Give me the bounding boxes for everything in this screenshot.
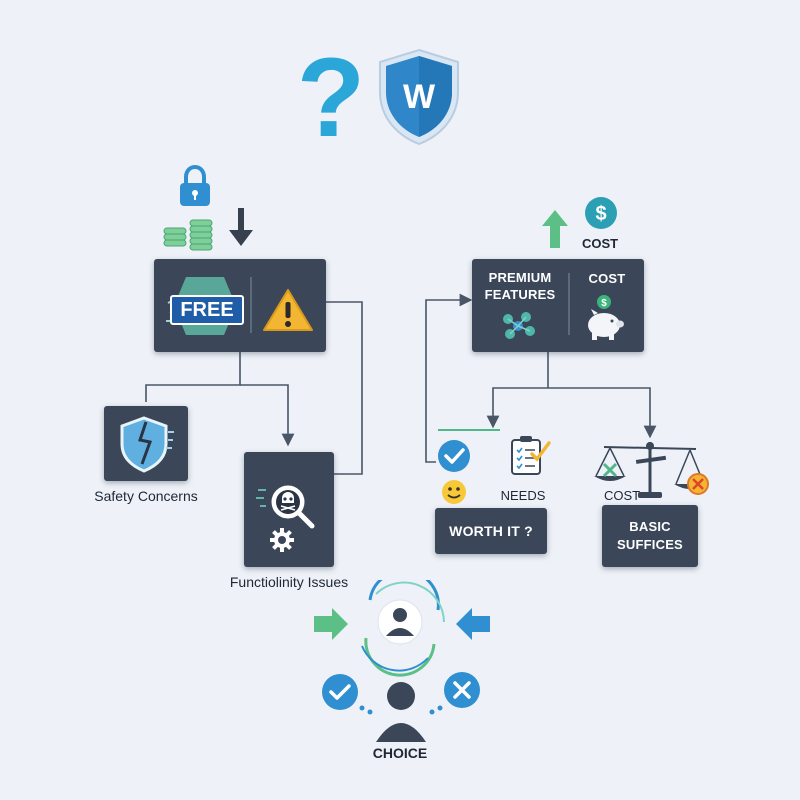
choice-label: CHOICE bbox=[372, 745, 428, 761]
premium-box-divider bbox=[568, 273, 570, 335]
needs-icon-group bbox=[438, 429, 551, 504]
basic-label-line2: SUFFICES bbox=[617, 537, 683, 552]
svg-text:$: $ bbox=[601, 298, 607, 309]
network-cluster-icon bbox=[503, 312, 535, 339]
scale-cost-label: COST bbox=[603, 488, 641, 503]
premium-box: PREMIUM FEATURES COST $ bbox=[472, 259, 644, 352]
premium-label-line1: PREMIUM bbox=[488, 270, 552, 285]
premium-cost-label: COST bbox=[588, 271, 626, 286]
shield-logo-letter: W bbox=[403, 78, 436, 116]
needs-label: NEEDS bbox=[500, 488, 546, 503]
functionality-box bbox=[244, 452, 334, 567]
piggy-bank-icon: $ bbox=[588, 295, 624, 340]
connector-premium-loop bbox=[425, 293, 473, 463]
connector-premium-basic bbox=[548, 387, 657, 439]
choice-person-icon bbox=[322, 672, 480, 742]
free-box: FREE bbox=[154, 259, 326, 352]
coin-stack-icon bbox=[163, 219, 213, 251]
basic-suffices-box: BASIC SUFFICES bbox=[602, 505, 698, 567]
balance-scale-icon bbox=[594, 442, 709, 498]
connector-premium-needs bbox=[486, 387, 548, 429]
connector-free-safety bbox=[145, 352, 241, 402]
connector-free-functionality bbox=[240, 384, 295, 447]
up-arrow-icon bbox=[542, 210, 568, 248]
decision-swirl-icon bbox=[314, 580, 490, 677]
question-mark-icon: ? bbox=[296, 35, 366, 160]
safety-box bbox=[104, 406, 188, 481]
bug-search-icon bbox=[256, 485, 315, 552]
basic-label-line1: BASIC bbox=[629, 519, 671, 534]
broken-shield-icon bbox=[120, 416, 174, 473]
lock-icon bbox=[180, 164, 210, 206]
worth-it-label: WORTH IT ? bbox=[449, 523, 533, 539]
functionality-caption: Functiolinity Issues bbox=[229, 574, 349, 590]
shield-logo-icon: W bbox=[379, 48, 459, 146]
free-label: FREE bbox=[170, 295, 244, 325]
worth-it-box: WORTH IT ? bbox=[435, 508, 547, 554]
free-box-divider bbox=[250, 277, 252, 333]
warning-icon bbox=[263, 289, 313, 331]
down-arrow-icon bbox=[229, 208, 253, 246]
cost-top-label: COST bbox=[581, 236, 619, 251]
premium-label-line2: FEATURES bbox=[484, 287, 556, 302]
dollar-coin-icon: $ bbox=[585, 197, 617, 229]
connector-free-loop bbox=[326, 301, 363, 475]
svg-text:$: $ bbox=[595, 203, 606, 225]
safety-caption: Safety Concerns bbox=[94, 488, 198, 504]
